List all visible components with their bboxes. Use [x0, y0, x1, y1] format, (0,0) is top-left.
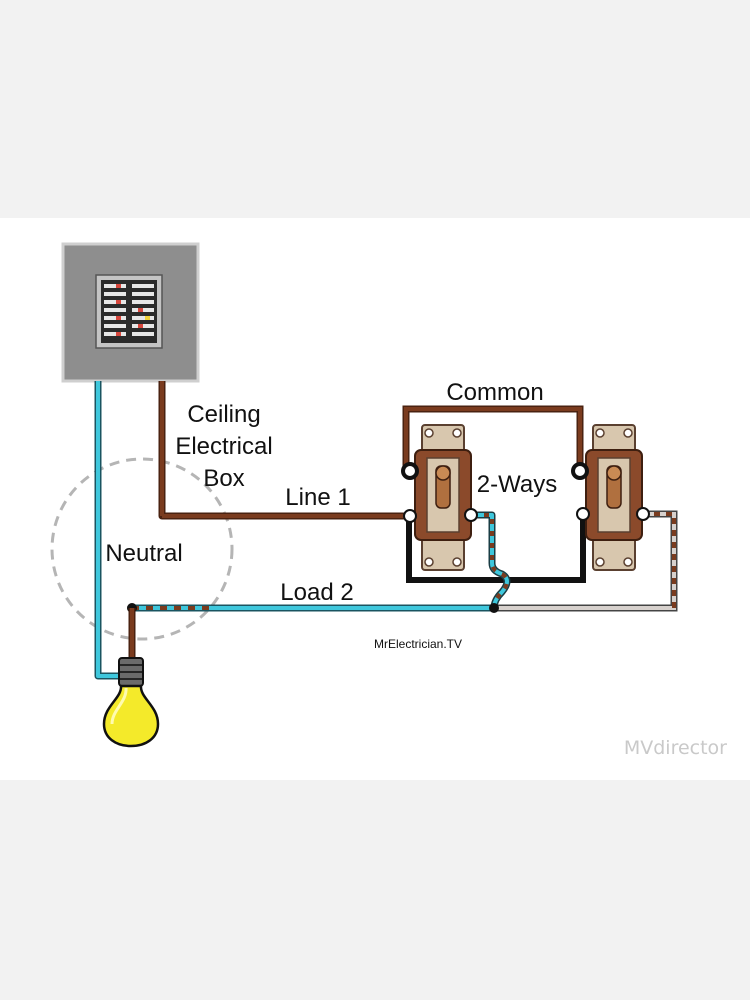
- junction-dot-load: [489, 603, 499, 613]
- traveler-gray-wire: [494, 510, 678, 612]
- light-bulb-icon: [102, 657, 160, 748]
- ceiling-label-2: Electrical: [175, 433, 272, 460]
- image-panel: Ceiling Electrical Box Neutral Common Li…: [0, 218, 750, 780]
- three-way-switch-right: [571, 424, 650, 571]
- left-common-terminal: [401, 462, 419, 480]
- ceiling-label-1: Ceiling: [187, 401, 260, 428]
- neutral-label: Neutral: [105, 540, 182, 567]
- right-terminal-a: [576, 507, 590, 521]
- traveler-striped-wire: [472, 511, 511, 609]
- neutral-wire: [94, 381, 128, 680]
- wiring-diagram: Ceiling Electrical Box Neutral Common Li…: [50, 242, 727, 759]
- common-label: Common: [446, 379, 543, 406]
- right-common-terminal: [571, 462, 589, 480]
- right-terminal-b: [636, 507, 650, 521]
- three-way-switch-left: [401, 424, 478, 571]
- line1-label: Line 1: [285, 484, 350, 511]
- watermark: MVdirector: [624, 737, 727, 759]
- left-terminal-b: [464, 508, 478, 522]
- line1-wire: [158, 381, 410, 520]
- common-wire: [402, 405, 584, 470]
- two-ways-label: 2-Ways: [477, 471, 557, 498]
- breaker-panel-icon: [61, 242, 200, 383]
- ceiling-label-3: Box: [203, 465, 244, 492]
- traveler-black-wire: [406, 516, 586, 583]
- credit-label: MrElectrician.TV: [374, 637, 462, 651]
- ceiling-box-circle: [50, 457, 234, 641]
- load2-label: Load 2: [280, 579, 353, 606]
- left-terminal-a: [403, 509, 417, 523]
